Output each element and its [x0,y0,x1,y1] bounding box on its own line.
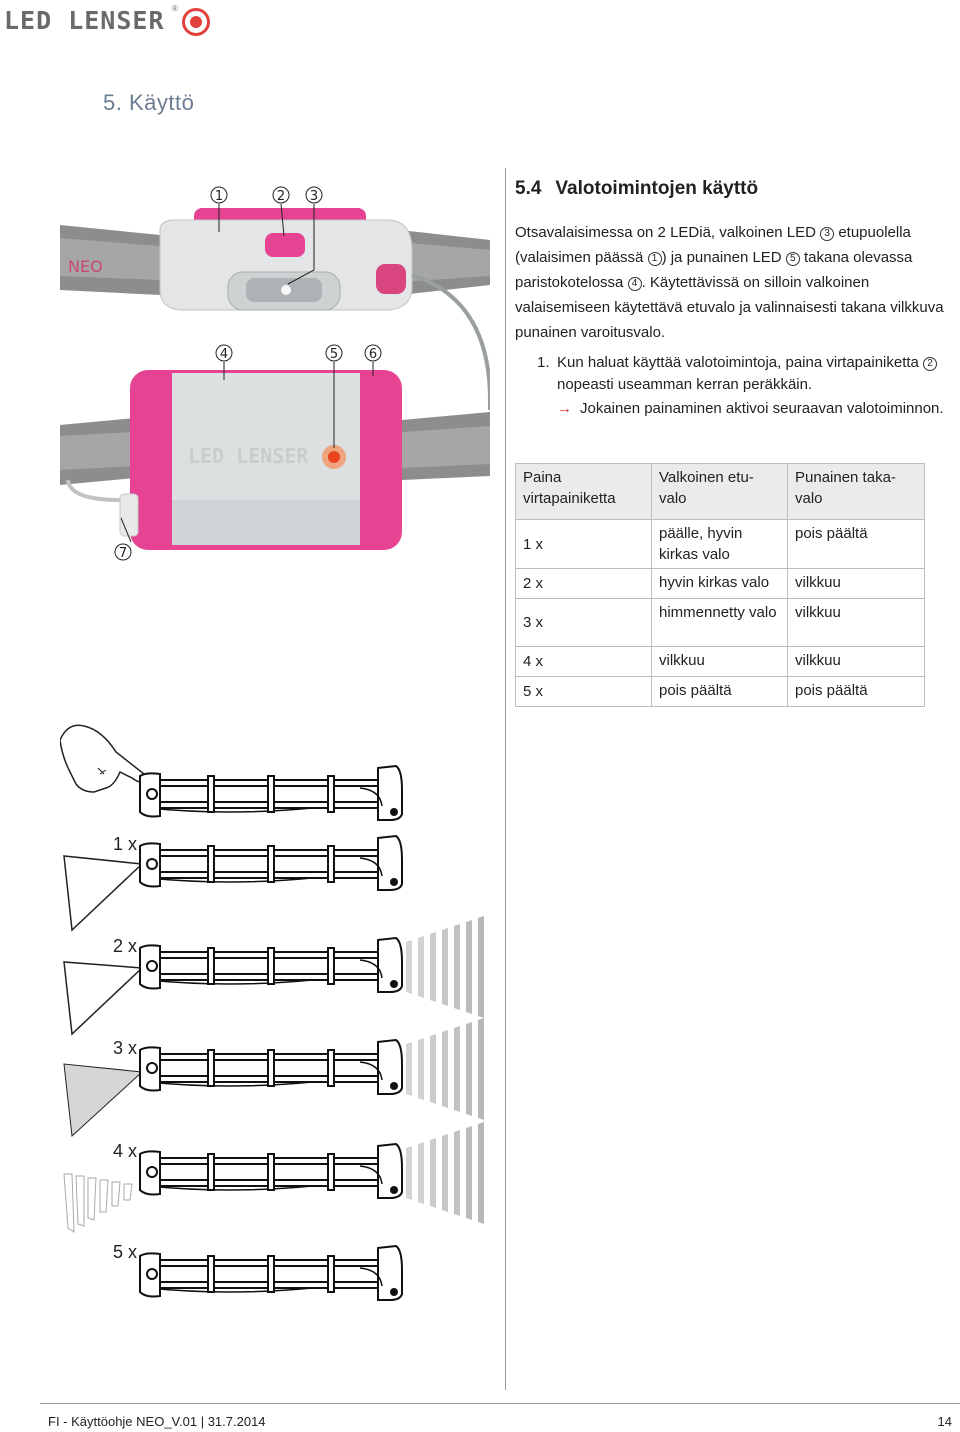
mode-label-3x: 3 x [113,1038,137,1058]
row-1-front: päälle, hyvin kirkas valo [651,519,788,569]
front-beam-3x [63,1063,144,1138]
intro-text-5: . Käytettävissä on silloin valkoinen val… [515,274,944,341]
mode-label-1x: 1 x [113,834,137,854]
callout-1: 1 [210,186,228,204]
step-index: 1. [537,354,550,371]
section-number: 5.4 [515,178,542,199]
section-heading: 5.4 Valotoimintojen käyttö [515,178,758,200]
callout-7-label: 7 [119,546,127,561]
header-front-light: Valkoinen etu-valo [651,463,788,520]
ref-circle-1: 1 [647,252,662,266]
ref-circle-3: 3 [820,227,835,241]
row-4-front: vilkkuu [651,646,788,677]
intro-text-2: etupuolella (valaisimen päässä [515,224,911,266]
table-row: 1 x päälle, hyvin kirkas valo pois päält… [515,519,925,569]
logo-ring-icon [182,8,210,36]
header-rear-light: Punainen taka-valo [787,463,925,520]
registered-mark: ® [172,4,178,13]
row-3-front: himmennetty valo [651,598,788,647]
row-3-count: 3 x [515,598,652,647]
mode-label-4x: 4 x [113,1141,137,1161]
table-row: 4 x vilkkuu vilkkuu [515,646,925,677]
headlamp-photo: 1 2 3 4 5 6 7 NEO [60,186,490,561]
intro-text-4: takana olevassa paristokotelossa [515,249,913,291]
callout-3-label: 3 [310,189,318,204]
step-text-b: nopeasti useamman kerran peräkkäin. [557,376,813,393]
callout-2: 2 [272,186,290,204]
front-flash-4x [63,1173,133,1233]
mode-illustrations: 1 x 2 x 3 x 4 x 5 x [60,724,484,1301]
step-text: Kun haluat käyttää valotoimintoja, paina… [537,352,952,396]
note-text: Jokainen painaminen aktivoi seuraavan va… [580,400,944,417]
callout-3: 3 [305,186,323,204]
section-title: Valotoimintojen käyttö [555,178,759,199]
callout-1-label: 1 [215,189,223,204]
mode-label-2x: 2 x [113,936,137,956]
logo-wordmark: LED LENSER [4,6,165,35]
intro-text-3: ) ja punainen LED [661,249,786,266]
front-beam-2x [63,961,144,1036]
chapter-title: 5. Käyttö [103,90,195,115]
light-modes-table: Paina virtapainiketta Valkoinen etu-valo… [515,463,925,707]
battery-logo-text: LED LENSER [188,444,309,468]
row-4-count: 4 x [515,646,652,677]
callout-5-label: 5 [330,347,338,362]
header-press: Paina virtapainiketta [515,463,652,520]
footer-doc-info: FI - Käyttöohje NEO_V.01 | 31.7.2014 [48,1414,266,1429]
page-number: 14 [937,1414,952,1429]
callout-4-label: 4 [220,347,228,362]
mode-label-5x: 5 x [113,1242,137,1262]
footer-rule [40,1403,960,1404]
intro-paragraph: Otsavalaisimessa on 2 LEDiä, valkoinen L… [515,220,950,345]
callout-7: 7 [114,543,132,561]
callout-2-label: 2 [277,189,285,204]
intro-text-1: Otsavalaisimessa on 2 LEDiä, valkoinen L… [515,224,821,241]
result-note: → Jokainen painaminen aktivoi seuraavan … [557,398,952,420]
callout-5: 5 [325,344,343,362]
row-5-front: pois päältä [651,676,788,707]
pointing-hand-icon [60,724,149,793]
front-beam-1x [63,855,144,932]
table-header-row: Paina virtapainiketta Valkoinen etu-valo… [515,463,925,520]
callout-6: 6 [364,344,382,362]
power-button-photo [265,233,305,257]
arrow-right-icon: → [557,400,572,417]
ref-circle-2: 2 [923,357,938,371]
row-4-rear: vilkkuu [787,646,925,677]
row-1-count: 1 x [515,519,652,569]
strap-brand-text: NEO [68,257,103,276]
row-5-rear: pois päältä [787,676,925,707]
instruction-step: 1. Kun haluat käyttää valotoimintoja, pa… [537,352,952,396]
column-divider [505,168,506,1390]
ref-circle-4: 4 [627,277,642,291]
step-text-a: Kun haluat käyttää valotoimintoja, paina… [557,354,924,371]
callout-6-label: 6 [369,347,377,362]
ref-circle-5: 5 [785,252,800,266]
table-row: 3 x himmennetty valo vilkkuu [515,598,925,647]
callout-4: 4 [215,344,233,362]
row-2-count: 2 x [515,568,652,599]
row-3-rear: vilkkuu [787,598,925,647]
row-2-rear: vilkkuu [787,568,925,599]
row-5-count: 5 x [515,676,652,707]
row-1-rear: pois päältä [787,519,925,569]
table-row: 2 x hyvin kirkas valo vilkkuu [515,568,925,599]
row-2-front: hyvin kirkas valo [651,568,788,599]
brand-logo: LED LENSER ® [4,4,210,38]
table-row: 5 x pois päältä pois päältä [515,676,925,707]
